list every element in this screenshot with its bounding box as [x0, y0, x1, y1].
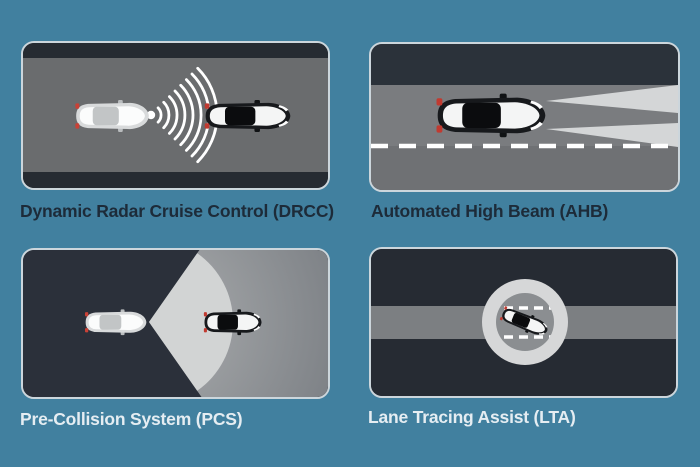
ahb-illustration: [371, 44, 678, 190]
road-shoulder: [371, 44, 678, 85]
lta-label: Lane Tracing Assist (LTA): [368, 407, 576, 427]
ahb-label: Automated High Beam (AHB): [371, 201, 609, 221]
lead-car-icon: [204, 99, 291, 132]
following-car-icon: [75, 99, 149, 132]
lta-panel: [369, 247, 678, 398]
drcc-illustration: [23, 43, 328, 188]
pcs-label: Pre-Collision System (PCS): [20, 409, 243, 429]
obstacle-car-icon: [203, 309, 262, 336]
radar-waves-icon: [146, 66, 219, 164]
ego-car-icon: [84, 309, 147, 336]
ahb-panel: [369, 42, 680, 192]
drcc-label: Dynamic Radar Cruise Control (DRCC): [20, 201, 334, 221]
lane-lines-icon: [496, 306, 554, 339]
headlight-beam-icon: [546, 85, 678, 147]
pcs-illustration: [23, 250, 328, 397]
drcc-panel: [21, 41, 330, 190]
pcs-panel: [21, 248, 330, 399]
road-far-lane: [371, 146, 678, 190]
car-top-view-icon: [436, 93, 546, 138]
lta-illustration: [371, 249, 676, 396]
